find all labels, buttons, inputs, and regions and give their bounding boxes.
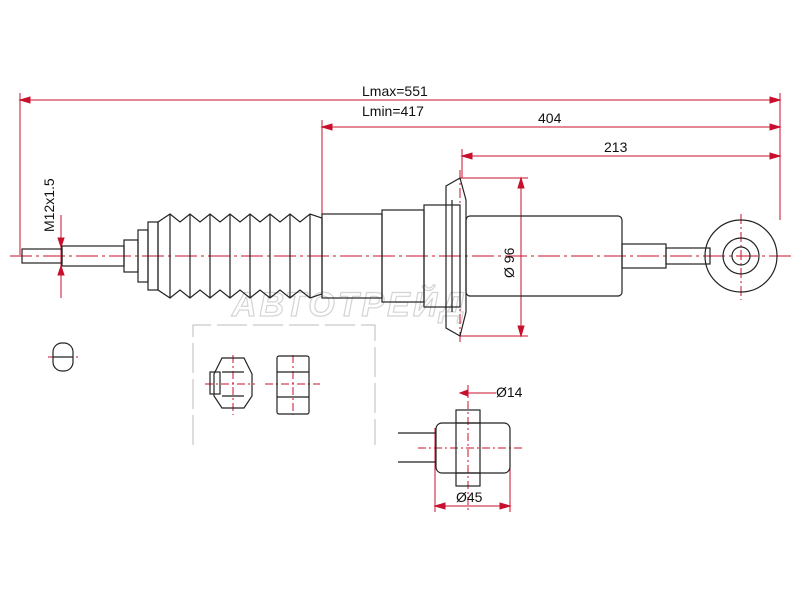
shock-absorber-body xyxy=(21,177,778,337)
nut-icon xyxy=(209,357,253,409)
thread-end-icon xyxy=(52,342,74,372)
diameter-45-label: Ø45 xyxy=(456,489,483,505)
thread-label: M12x1.5 xyxy=(41,178,57,232)
dimension-lines xyxy=(10,93,792,512)
watermark: АВТОТРЕЙД xyxy=(231,285,468,324)
washer-icon xyxy=(276,355,310,415)
lmin-label: Lmin=417 xyxy=(362,103,424,119)
hardware-inset xyxy=(192,324,376,445)
diameter-96-label: Ø 96 xyxy=(501,247,517,278)
length-404-label: 404 xyxy=(538,110,562,126)
length-213-label: 213 xyxy=(604,139,628,155)
lmax-label: Lmax=551 xyxy=(362,83,428,99)
diameter-14-label: Ø14 xyxy=(496,384,523,400)
eye-bushing-detail xyxy=(398,409,511,487)
